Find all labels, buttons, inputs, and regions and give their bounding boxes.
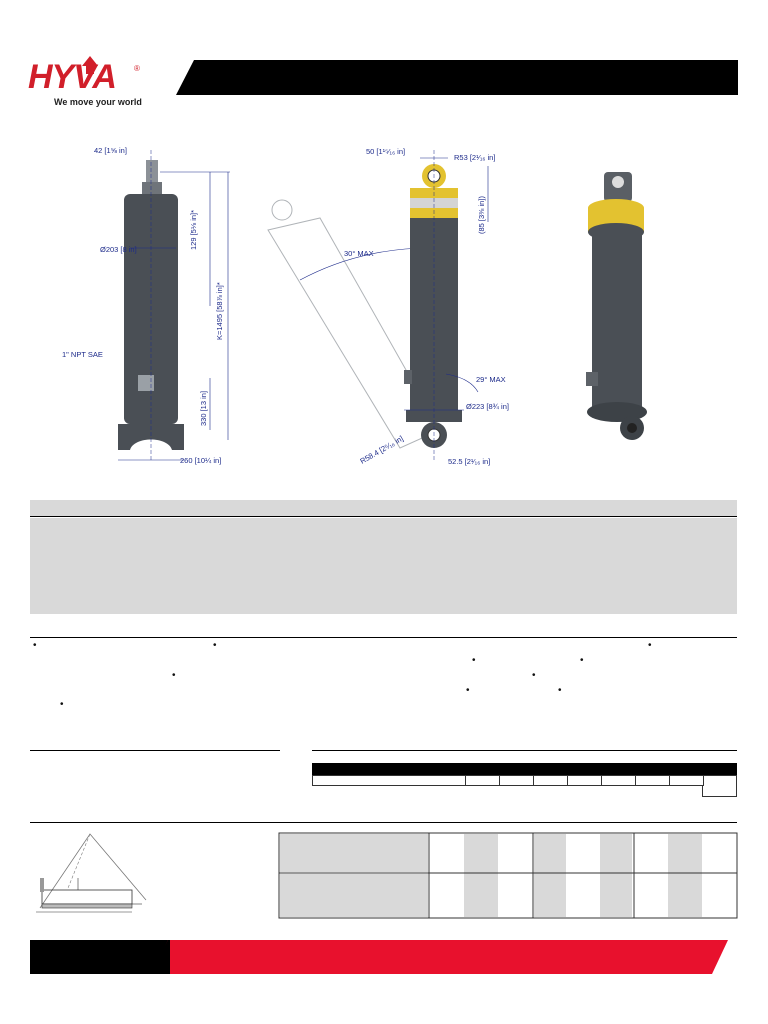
table-cell [499,775,534,786]
hyva-logo [28,54,148,103]
label-port-height: 330 [13 in] [199,391,208,426]
front-view-cylinder [118,150,230,461]
table-cell [635,775,670,786]
label-bottom-radius: R58.4 [2⁵⁄₁₆ in] [359,434,405,466]
side-view-cylinder [404,150,489,460]
section-header-band [30,500,737,516]
label-eye-width: 50 [1¹⁵⁄₁₆ in] [366,147,405,156]
label-lower-angle: 29° MAX [476,375,506,384]
label-eye-height: (85 [3⅜ in]) [477,196,486,234]
registered-mark: ® [134,64,140,73]
render-cylinder [586,172,647,440]
table-cell [567,775,602,786]
label-rod-diameter: 42 [1⅝ in] [94,146,127,155]
logo-arrow-icon [82,56,98,74]
cylinder-drawing: 42 [1⅝ in] 129 [5⅛ in]* Ø203 [8 in] K=14… [62,146,647,466]
bottom-section-rule [30,822,737,823]
header-bar [176,60,738,95]
label-bottom-diameter: Ø223 [8¾ in] [466,402,509,411]
tagline: We move your world [54,97,142,107]
table-cell [601,775,636,786]
footer-bar [30,940,728,974]
table-cell [703,775,737,786]
bullet: • [33,640,37,651]
bullet: • [648,640,652,651]
spec-table-header [312,763,737,775]
bullet: • [466,685,470,696]
bullet: • [580,655,584,666]
bullet: • [213,640,217,651]
table-cell [465,775,500,786]
label-closed-length: K=1495 [58⅞ in]* [215,282,224,340]
bullet: • [532,670,536,681]
label-body-diameter: Ø203 [8 in] [100,245,137,254]
table-cell [312,775,466,786]
spec-table [312,775,737,786]
table-cell [702,786,737,797]
section-rule [30,516,737,517]
stroke-table [278,832,738,919]
right-section-rule [312,750,737,751]
label-base-width: 260 [10¼ in] [180,456,221,465]
label-eye-radius: R53 [2¹⁄₁₆ in] [454,153,495,162]
label-port: 1" NPT SAE [62,350,103,359]
label-tilt-angle: 30° MAX [344,249,374,258]
left-section-rule [30,750,280,751]
brand-name: HYVA [28,58,117,96]
description-panel [30,518,737,614]
table-cell [669,775,704,786]
label-top-height: 129 [5⅛ in]* [189,210,198,250]
tipper-geometry-diagram [36,833,147,913]
features-rule [30,637,737,638]
bullet: • [558,685,562,696]
table-cell [533,775,568,786]
table-row [312,775,737,786]
bullet: • [172,670,176,681]
bullet: • [472,655,476,666]
bullet: • [60,699,64,710]
label-bottom-eye: 52.5 [2¹⁄₁₆ in] [448,457,490,466]
